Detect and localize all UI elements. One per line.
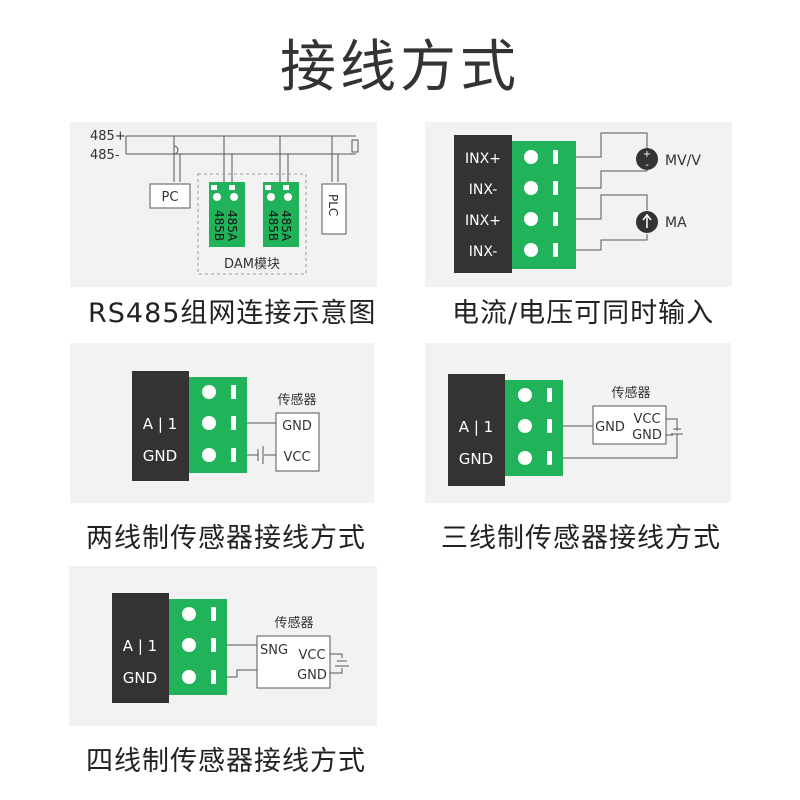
rs485-diagram: 485+ 485- PC 485A 485B 485A 485B DAM模块 bbox=[90, 129, 359, 275]
sensor-pin-vcc: VCC bbox=[633, 412, 660, 427]
four-wire-caption: 四线制传感器接线方式 bbox=[86, 746, 366, 777]
sensor-title: 传感器 bbox=[274, 615, 313, 631]
rs485-diagram-panel: 485+ 485- PC 485A 485B 485A 485B DAM模块 bbox=[70, 122, 377, 287]
two-wire-panel: A | 1 GND 传感器 GND VCC bbox=[70, 343, 374, 503]
four-wire-diagram: A | 1 GND 传感器 SNG VCC GND bbox=[112, 593, 349, 703]
terminal-inx-minus-1: INX- bbox=[469, 182, 498, 198]
pc-box bbox=[149, 183, 191, 209]
sensor-box bbox=[275, 412, 320, 472]
module-1-line1: 485A bbox=[225, 210, 239, 242]
plc-box bbox=[321, 183, 347, 235]
terminal-gnd: GND bbox=[143, 447, 177, 465]
sensor-title: 传感器 bbox=[277, 392, 316, 408]
terminal-inx-minus-2: INX- bbox=[469, 244, 498, 260]
terminal-a1: A | 1 bbox=[459, 418, 493, 436]
terminal-gnd: GND bbox=[459, 450, 493, 468]
page-title: 接线方式 bbox=[280, 35, 520, 100]
four-wire-panel: A | 1 GND 传感器 SNG VCC GND bbox=[69, 566, 377, 726]
current-voltage-caption: 电流/电压可同时输入 bbox=[452, 298, 715, 329]
sensor-pin-gnd: GND bbox=[632, 428, 662, 443]
pc-label: PC bbox=[162, 190, 179, 205]
svg-text:-: - bbox=[645, 160, 649, 171]
three-wire-caption: 三线制传感器接线方式 bbox=[441, 523, 721, 554]
terminal-inx-plus-2: INX+ bbox=[465, 213, 501, 229]
terminal-gnd: GND bbox=[123, 669, 157, 687]
sensor-pin-gnd: GND bbox=[297, 668, 327, 683]
rs485-caption: RS485组网连接示意图 bbox=[88, 298, 377, 329]
current-label: MA bbox=[665, 215, 687, 231]
sensor-title: 传感器 bbox=[611, 385, 650, 401]
two-wire-diagram: A | 1 GND 传感器 GND VCC bbox=[132, 371, 320, 481]
svg-text:+: + bbox=[643, 149, 651, 160]
plc-label: PLC bbox=[326, 194, 340, 216]
voltage-label: MV/V bbox=[665, 153, 701, 169]
sensor-pin-vcc: VCC bbox=[298, 648, 325, 663]
sensor-pin-sng: SNG bbox=[260, 643, 288, 658]
bus-negative-label: 485- bbox=[90, 148, 120, 163]
current-voltage-panel: INX+ INX- INX+ INX- + - MV/V MA bbox=[425, 122, 732, 287]
sensor-pin-vcc: VCC bbox=[283, 450, 310, 465]
module-2-line2: 485B bbox=[266, 210, 280, 241]
three-wire-panel: A | 1 GND 传感器 GND VCC GND bbox=[425, 343, 731, 503]
sensor-box bbox=[256, 635, 331, 689]
sensor-pin-gnd: GND bbox=[282, 419, 312, 434]
module-1-line2: 485B bbox=[212, 210, 226, 241]
dam-group-label: DAM模块 bbox=[224, 257, 280, 272]
three-wire-diagram: A | 1 GND 传感器 GND VCC GND bbox=[448, 374, 683, 486]
module-2-line1: 485A bbox=[279, 210, 293, 242]
current-voltage-diagram: INX+ INX- INX+ INX- + - MV/V MA bbox=[454, 132, 701, 273]
voltage-source-icon bbox=[636, 148, 658, 170]
two-wire-caption: 两线制传感器接线方式 bbox=[86, 523, 366, 554]
terminal-a1: A | 1 bbox=[143, 415, 177, 433]
bus-positive-label: 485+ bbox=[90, 129, 126, 144]
sensor-box bbox=[592, 405, 667, 445]
dam-module-1: 485A 485B bbox=[209, 182, 245, 247]
sensor-pin-gnd-left: GND bbox=[595, 420, 625, 435]
dam-module-2: 485A 485B bbox=[263, 182, 299, 247]
terminal-inx-plus-1: INX+ bbox=[465, 151, 501, 167]
terminal-a1: A | 1 bbox=[123, 637, 157, 655]
